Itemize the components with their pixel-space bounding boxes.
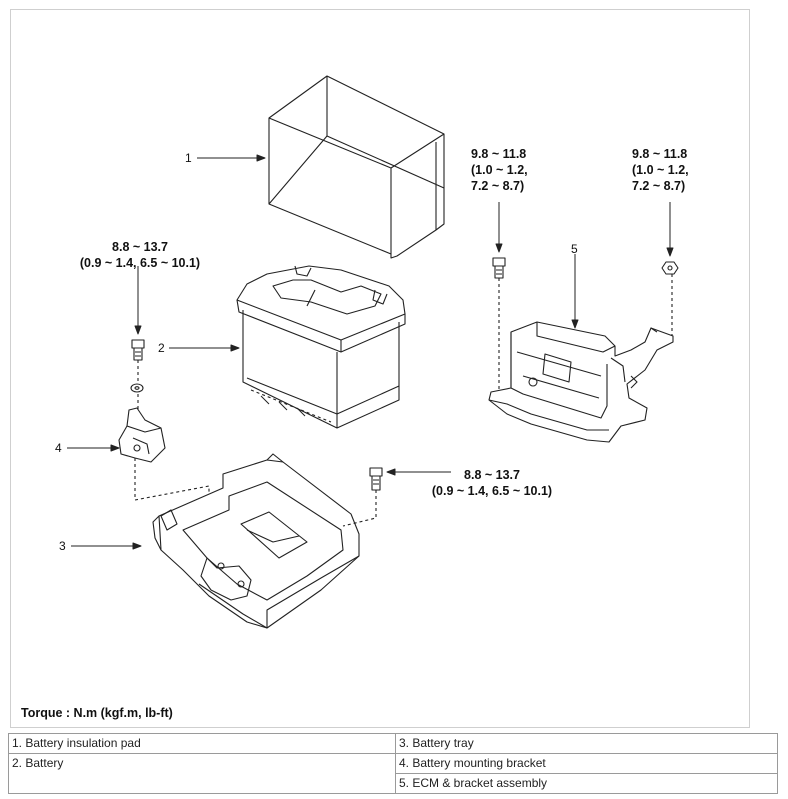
clamp-bolt <box>130 339 145 410</box>
torque-unit-note: Torque : N.m (kgf.m, lb-ft) <box>21 706 173 720</box>
ecm-bolt <box>492 257 506 394</box>
table-row: 2. Battery 4. Battery mounting bracket <box>8 753 778 774</box>
battery-insulation-pad <box>268 75 445 259</box>
ecm-nut <box>661 261 679 338</box>
callout-4: 4 <box>55 441 62 455</box>
leader-lines <box>67 154 674 550</box>
ecm-bracket-assembly <box>488 321 674 443</box>
torque-value: 8.8 ~ 13.7 <box>112 240 168 254</box>
torque-value: 8.8 ~ 13.7 <box>464 468 520 482</box>
torque-value-alt: (1.0 ~ 1.2, <box>471 163 528 177</box>
tray-bolt <box>342 467 383 527</box>
torque-value-alt: (0.9 ~ 1.4, 6.5 ~ 10.1) <box>431 484 553 498</box>
callout-5: 5 <box>571 242 578 256</box>
torque-value-alt: (0.9 ~ 1.4, 6.5 ~ 10.1) <box>79 256 201 270</box>
torque-value-alt: (1.0 ~ 1.2, <box>632 163 689 177</box>
table-row: 5. ECM & bracket assembly <box>8 773 778 794</box>
legend-item: 1. Battery insulation pad <box>8 733 396 754</box>
torque-label-ecm-nut: 9.8 ~ 11.8 (1.0 ~ 1.2, 7.2 ~ 8.7) <box>632 146 704 194</box>
callout-3: 3 <box>59 539 66 553</box>
exploded-view-drawing <box>67 75 679 629</box>
battery-mounting-bracket <box>118 407 210 558</box>
table-row: 1. Battery insulation pad 3. Battery tra… <box>8 733 778 754</box>
legend-item: 3. Battery tray <box>395 733 778 754</box>
legend-item <box>8 773 396 794</box>
legend-item: 5. ECM & bracket assembly <box>395 773 778 794</box>
torque-value-alt-2: 7.2 ~ 8.7) <box>471 179 525 193</box>
callout-1: 1 <box>185 151 192 165</box>
torque-label-tray-bolt: 8.8 ~ 13.7 (0.9 ~ 1.4, 6.5 ~ 10.1) <box>417 467 567 499</box>
torque-value: 9.8 ~ 11.8 <box>632 147 688 161</box>
callout-2: 2 <box>158 341 165 355</box>
battery <box>236 265 406 429</box>
torque-label-battery-clamp: 8.8 ~ 13.7 (0.9 ~ 1.4, 6.5 ~ 10.1) <box>67 239 213 271</box>
torque-value-alt-2: 7.2 ~ 8.7) <box>632 179 686 193</box>
torque-value: 9.8 ~ 11.8 <box>471 147 527 161</box>
legend-item: 2. Battery <box>8 753 396 774</box>
legend-item: 4. Battery mounting bracket <box>395 753 778 774</box>
torque-label-ecm-bolt: 9.8 ~ 11.8 (1.0 ~ 1.2, 7.2 ~ 8.7) <box>471 146 543 194</box>
battery-tray <box>152 453 360 629</box>
diagram-frame: 1 2 3 4 5 8.8 ~ 13.7 (0.9 ~ 1.4, 6.5 ~ 1… <box>10 9 750 728</box>
parts-legend-table: 1. Battery insulation pad 3. Battery tra… <box>8 733 778 794</box>
